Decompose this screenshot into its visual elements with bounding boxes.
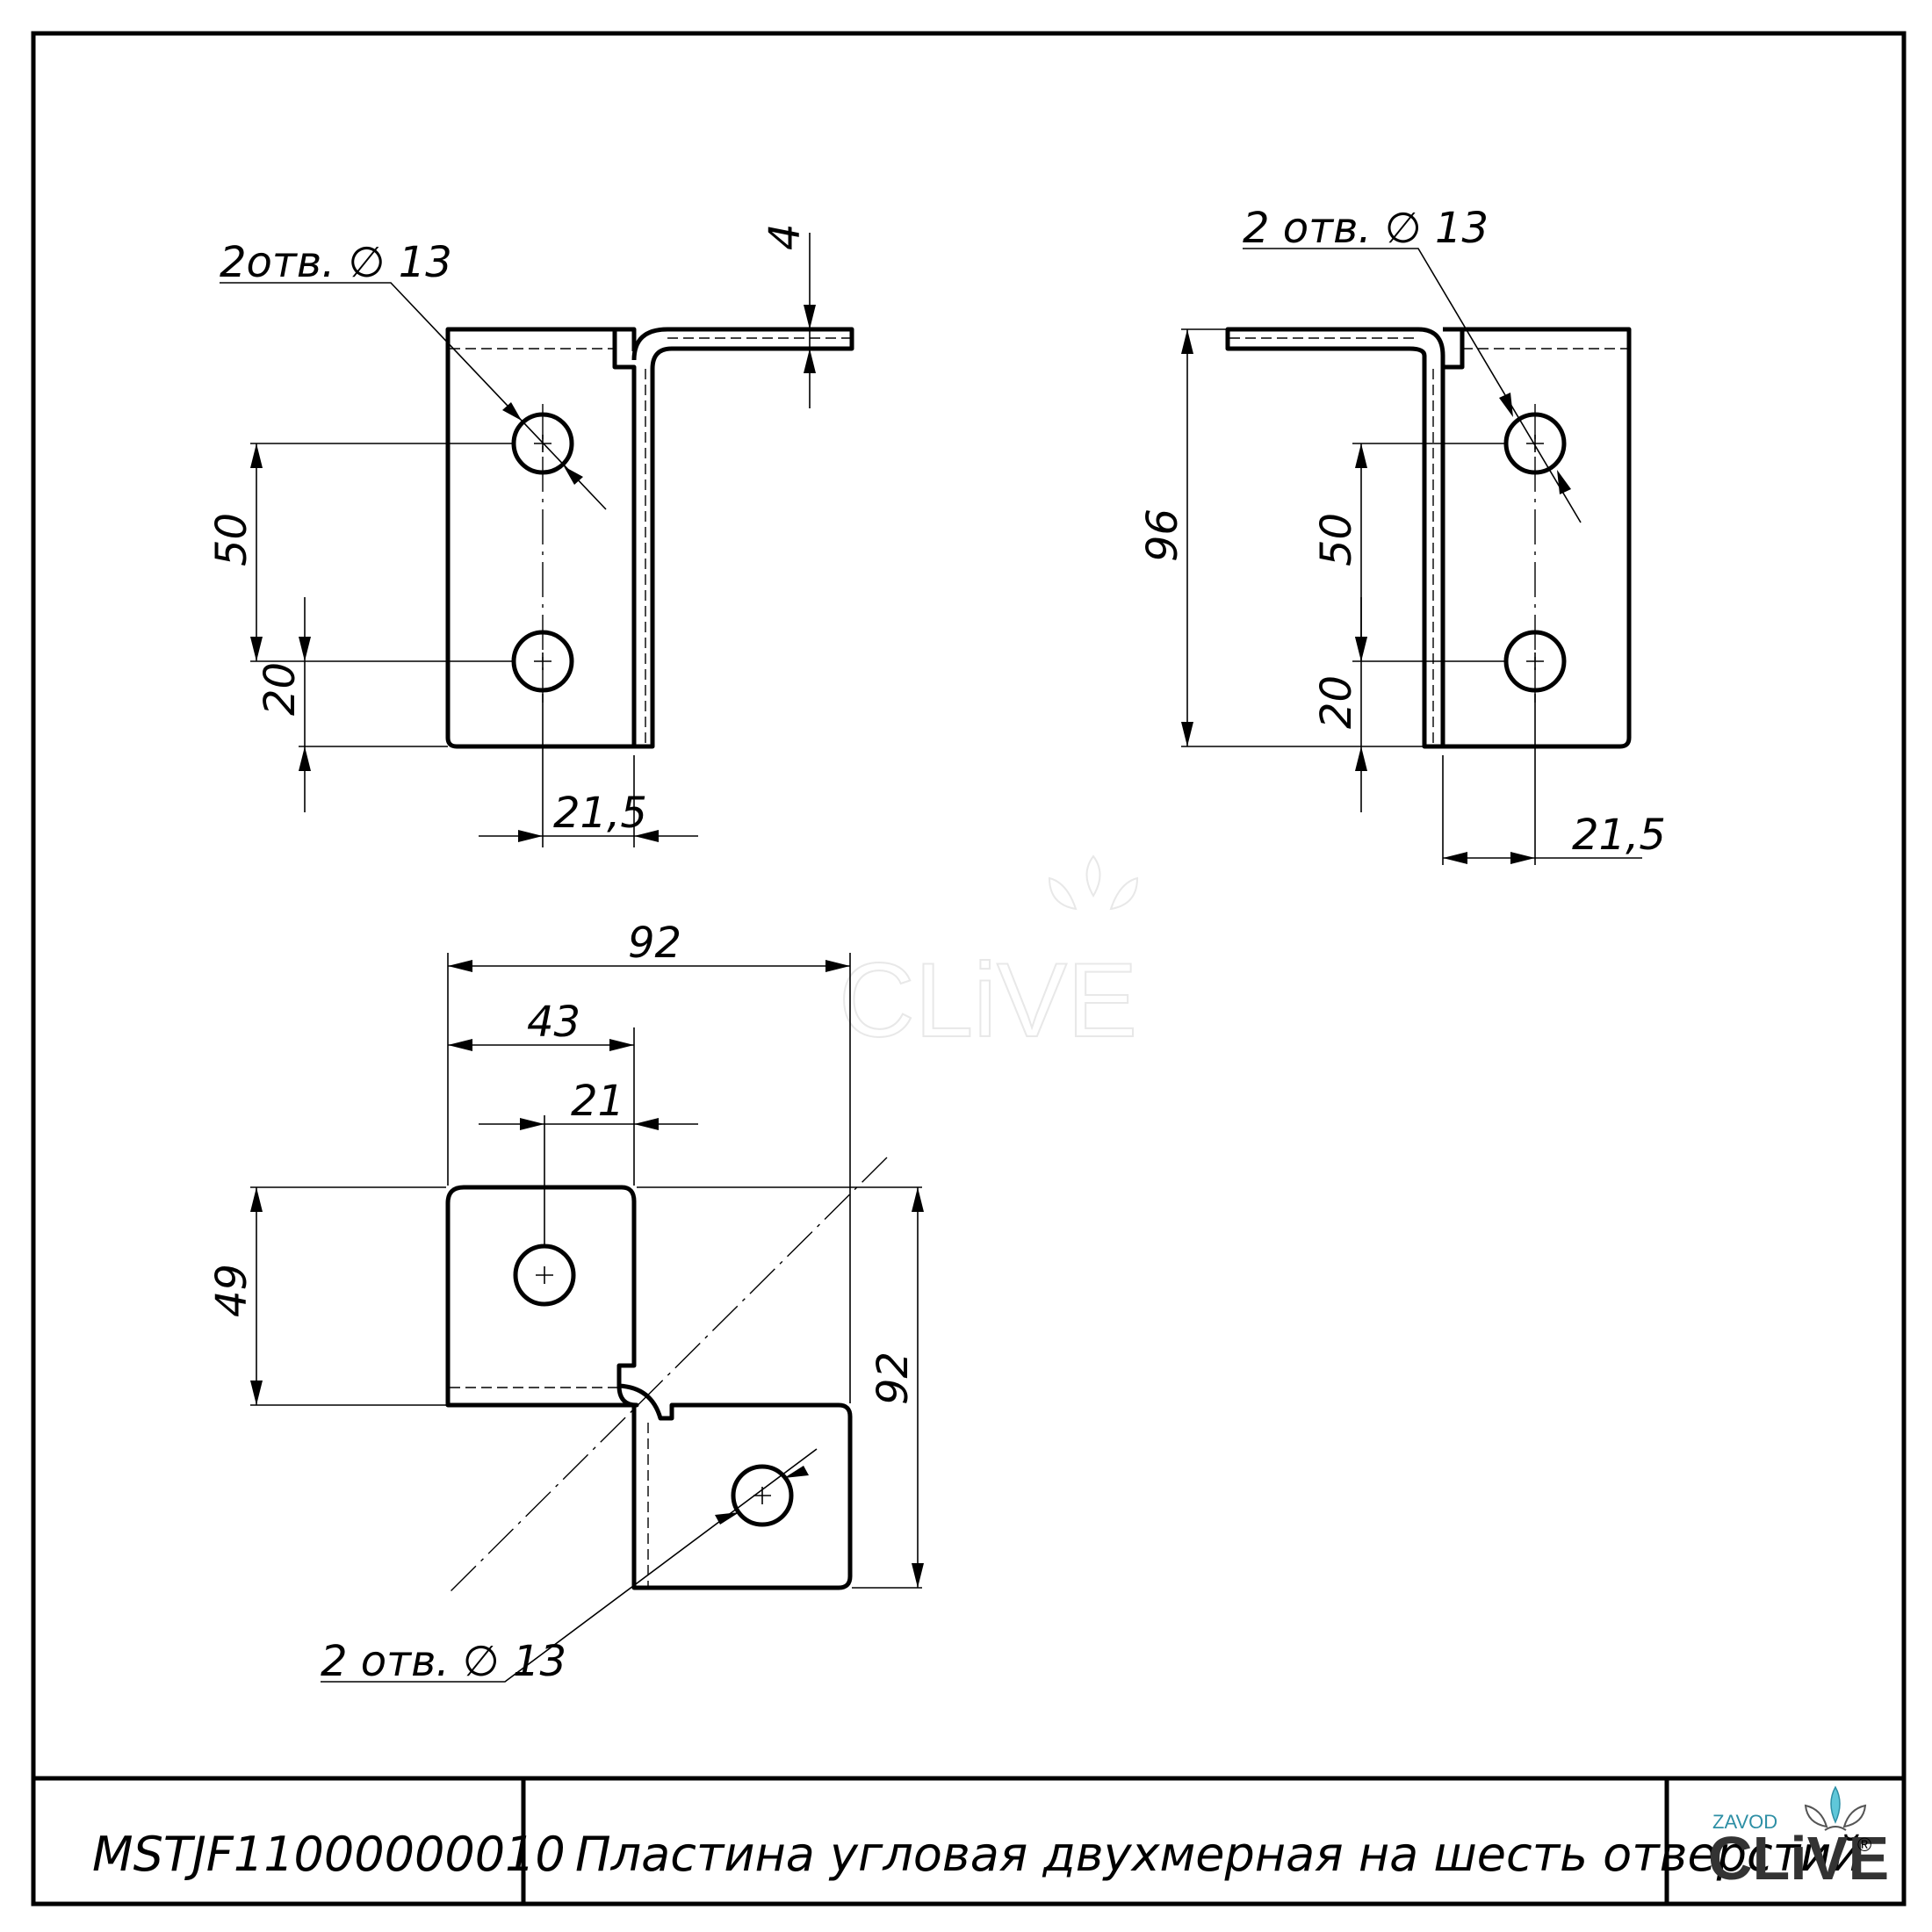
drawing-frame (31, 31, 1907, 1907)
left-dim-21-5: 21,5 (553, 789, 647, 838)
bottom-dim-92-height: 92 (869, 1352, 918, 1405)
logo-clive: CLiVE (1708, 1824, 1889, 1892)
right-dim-20: 20 (1312, 675, 1361, 729)
title-block: MSTJF11000000010 Пластина угловая двухме… (33, 1776, 1904, 1904)
left-dim-50: 50 (207, 513, 256, 566)
bottom-dim-92-width: 92 (628, 919, 681, 968)
right-dim-50: 50 (1312, 513, 1361, 566)
part-code: MSTJF11000000010 (92, 1827, 566, 1882)
bottom-holes-label: 2 отв. ∅ 13 (321, 1637, 566, 1686)
bottom-dim-43: 43 (527, 998, 580, 1047)
part-name: Пластина угловая двухмерная на шесть отв… (575, 1827, 1862, 1882)
logo-zavod: ZAVOD (1712, 1811, 1777, 1833)
view-left: 50 20 21,5 4 2отв. ∅ 13 (207, 223, 854, 847)
watermark-text: CLiVE (839, 941, 1137, 1059)
logo-registered: ® (1857, 1834, 1871, 1856)
view-right: 96 50 20 21,5 2 отв. ∅ 13 (1138, 204, 1666, 865)
bottom-dim-21: 21 (571, 1077, 624, 1126)
left-dim-4: 4 (761, 223, 810, 250)
right-dim-96: 96 (1138, 508, 1187, 562)
clive-lotus-icon (1804, 1785, 1867, 1831)
left-dim-20: 20 (256, 662, 305, 716)
right-holes-label: 2 отв. ∅ 13 (1243, 204, 1489, 253)
bottom-dim-49: 49 (207, 1264, 256, 1317)
bottom-hole-bottom (731, 1464, 794, 1527)
watermark: CLiVE (838, 854, 1138, 1060)
right-dim-21-5: 21,5 (1572, 811, 1666, 860)
left-holes-label: 2отв. ∅ 13 (220, 238, 452, 287)
view-bottom: 92 43 21 49 92 2 отв. ∅ 13 (207, 919, 924, 1686)
